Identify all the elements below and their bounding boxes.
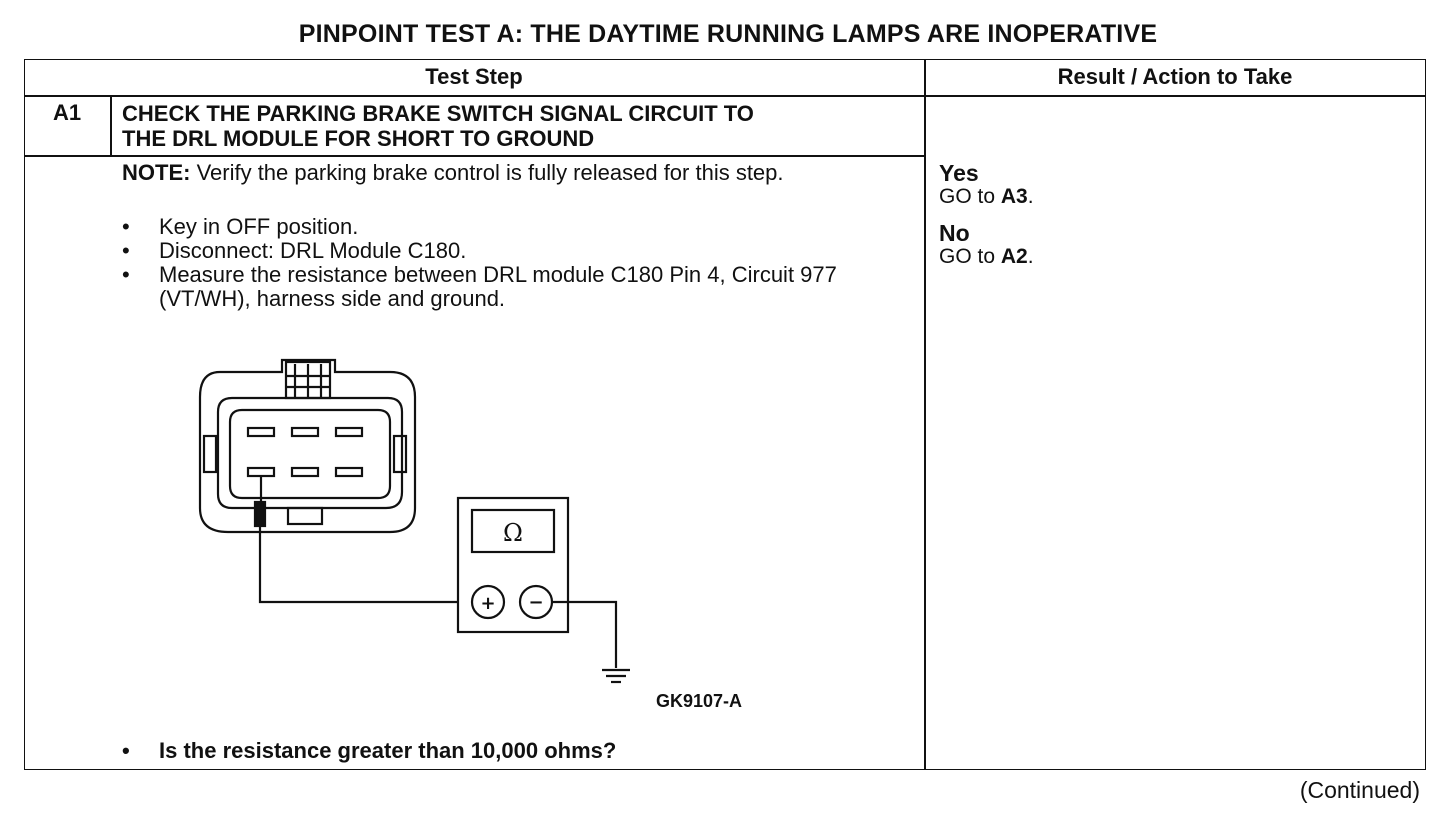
note: NOTE: Verify the parking brake control i…	[122, 161, 882, 185]
ohmmeter-body	[456, 496, 570, 634]
bullet-icon: •	[122, 238, 130, 263]
connector-body	[216, 396, 404, 510]
step-title-line-1: CHECK THE PARKING BRAKE SWITCH SIGNAL CI…	[122, 101, 754, 126]
connector-side-tab-left	[202, 434, 218, 474]
header-result: Result / Action to Take	[1057, 64, 1293, 89]
probe-body	[253, 500, 267, 528]
bullet-icon: •	[122, 738, 130, 763]
plus-terminal-icon	[470, 584, 506, 620]
question: • Is the resistance greater than 10,000 o…	[122, 738, 616, 764]
yes-action-text: GO to	[939, 185, 1001, 208]
no-action: GO to A2.	[939, 245, 1034, 268]
bullet-icon: •	[122, 214, 130, 239]
continued-label: (Continued)	[1299, 777, 1420, 803]
step-bullet-list: • Key in OFF position. • Disconnect: DRL M…	[122, 215, 882, 311]
result-no: No GO to A2.	[939, 221, 1034, 269]
list-item: • Measure the resistance between DRL modu…	[122, 263, 882, 311]
step-id-divider	[110, 95, 112, 156]
step-title: CHECK THE PARKING BRAKE SWITCH SIGNAL CI…	[122, 101, 912, 151]
column-divider	[924, 59, 926, 770]
pin-terminal	[334, 466, 364, 478]
step-id: A1	[52, 100, 82, 125]
ohm-symbol: Ω	[503, 519, 523, 547]
question-text: Is the resistance greater than 10,000 oh…	[159, 738, 617, 763]
positive-lead	[258, 526, 458, 604]
header-divider	[24, 95, 1426, 97]
bullet-text: Key in OFF position.	[159, 214, 359, 239]
no-action-text: GO to	[939, 245, 1001, 268]
connector-bottom-tab	[286, 506, 324, 526]
yes-target-link[interactable]: A3	[1000, 185, 1028, 208]
bullet-text: Disconnect: DRL Module C180.	[159, 238, 467, 263]
note-text: Verify the parking brake control is full…	[190, 160, 784, 185]
connector-cavity	[228, 408, 392, 500]
list-item: • Disconnect: DRL Module C180.	[122, 239, 882, 263]
bullet-text: Measure the resistance between DRL modul…	[159, 262, 837, 311]
header-test-step: Test Step	[425, 64, 523, 89]
step-title-divider	[24, 155, 925, 157]
minus-label: −	[528, 592, 543, 613]
result-yes: Yes GO to A3.	[939, 161, 1034, 209]
no-label: No	[939, 220, 970, 246]
negative-lead	[552, 600, 618, 668]
pin-terminal	[246, 426, 276, 438]
pin-terminal	[290, 426, 320, 438]
list-item: • Key in OFF position.	[122, 215, 882, 239]
no-target-link[interactable]: A2	[1000, 245, 1028, 268]
yes-label: Yes	[939, 160, 979, 186]
figure-id: GK9107-A	[656, 691, 743, 711]
pin-terminal	[246, 466, 276, 478]
pin-terminal	[334, 426, 364, 438]
connector-shell	[198, 358, 417, 534]
pin-terminal	[290, 466, 320, 478]
connector-side-tab-right	[392, 434, 408, 474]
plus-label: +	[480, 593, 495, 614]
note-label: NOTE:	[122, 160, 191, 185]
bullet-icon: •	[122, 262, 130, 287]
yes-action: GO to A3.	[939, 185, 1034, 208]
step-title-line-2: THE DRL MODULE FOR SHORT TO GROUND	[122, 126, 595, 151]
page-title: PINPOINT TEST A: THE DAYTIME RUNNING LAM…	[298, 20, 1158, 48]
test-table	[24, 59, 1426, 770]
connector-ohmmeter-diagram: Ω + −	[198, 358, 630, 684]
ohmmeter-display	[470, 508, 556, 554]
